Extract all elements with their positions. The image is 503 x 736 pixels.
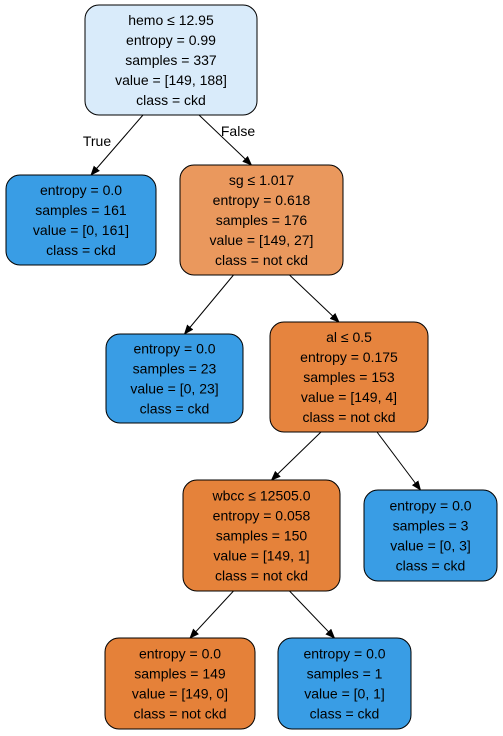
tree-node-n5: wbcc ≤ 12505.0 entropy = 0.058 samples = 1…	[182, 479, 341, 592]
edge-arrow-n2-n4	[289, 274, 340, 323]
node-text-line: samples = 1	[307, 666, 383, 682]
node-text-line: value = [0, 3]	[390, 538, 471, 554]
node-box	[105, 333, 244, 424]
node-text-line: value = [149, 27]	[210, 232, 314, 248]
node-text-line: wbcc ≤ 12505.0	[212, 488, 311, 504]
node-text-line: samples = 150	[216, 528, 308, 544]
node-text-line: class = not ckd	[215, 252, 308, 268]
edge-arrow-n4-n5	[270, 431, 322, 481]
edge-arrow-n5-n8	[289, 590, 336, 639]
node-text-line: al ≤ 0.5	[326, 329, 372, 345]
node-text-line: value = [0, 1]	[304, 686, 385, 702]
tree-node-n7: entropy = 0.0 samples = 149 value = [149, …	[104, 637, 256, 730]
nodes-layer: hemo ≤ 12.95 entropy = 0.99 samples = 337 v…	[5, 4, 498, 730]
tree-node-n6: entropy = 0.0 samples = 3 value = [0, 3] cl…	[363, 489, 498, 582]
node-box	[104, 637, 256, 730]
node-text-line: value = [149, 188]	[115, 72, 227, 88]
node-text-line: value = [0, 23]	[130, 381, 218, 397]
edges-layer: True False	[83, 114, 422, 639]
node-text-line: samples = 23	[133, 361, 217, 377]
node-text-line: class = not ckd	[134, 706, 227, 722]
node-text-line: entropy = 0.175	[300, 349, 398, 365]
node-text-line: entropy = 0.618	[213, 192, 311, 208]
node-text-line: entropy = 0.0	[40, 182, 122, 198]
node-text-line: sg ≤ 1.017	[229, 172, 294, 188]
node-text-line: value = [149, 1]	[213, 548, 309, 564]
node-text-line: hemo ≤ 12.95	[128, 12, 214, 28]
tree-node-n0: hemo ≤ 12.95 entropy = 0.99 samples = 337 v…	[84, 4, 258, 116]
tree-node-n2: sg ≤ 1.017 entropy = 0.618 samples = 176 va…	[179, 164, 344, 276]
node-text-line: class = ckd	[310, 706, 380, 722]
node-text-line: value = [149, 0]	[132, 686, 228, 702]
node-box	[277, 637, 412, 730]
node-text-line: entropy = 0.0	[139, 646, 221, 662]
node-box	[182, 479, 341, 592]
node-text-line: samples = 149	[134, 666, 226, 682]
node-text-line: class = ckd	[136, 92, 206, 108]
edge-arrow-n0-n1	[90, 114, 144, 176]
edge-arrow-n5-n7	[189, 590, 234, 639]
node-box	[179, 164, 344, 276]
node-text-line: entropy = 0.0	[303, 646, 385, 662]
node-text-line: samples = 176	[216, 212, 308, 228]
node-box	[269, 321, 429, 433]
node-text-line: entropy = 0.99	[126, 32, 216, 48]
node-text-line: entropy = 0.0	[389, 498, 471, 514]
node-text-line: samples = 153	[303, 369, 395, 385]
node-text-line: samples = 337	[125, 52, 217, 68]
node-text-line: class = ckd	[46, 242, 116, 258]
node-text-line: entropy = 0.0	[133, 341, 215, 357]
edge-label-false: False	[221, 123, 255, 139]
tree-node-n4: al ≤ 0.5 entropy = 0.175 samples = 153 valu…	[269, 321, 429, 433]
edge-label-true: True	[83, 133, 111, 149]
node-text-line: value = [0, 161]	[33, 222, 129, 238]
node-text-line: value = [149, 4]	[301, 389, 397, 405]
tree-node-n8: entropy = 0.0 samples = 1 value = [0, 1] cl…	[277, 637, 412, 730]
edge-arrow-n4-n6	[376, 431, 422, 491]
node-text-line: class = ckd	[396, 558, 466, 574]
node-text-line: samples = 3	[393, 518, 469, 534]
tree-node-n1: entropy = 0.0 samples = 161 value = [0, 16…	[5, 174, 157, 266]
node-text-line: entropy = 0.058	[213, 508, 311, 524]
tree-node-n3: entropy = 0.0 samples = 23 value = [0, 23]…	[105, 333, 244, 424]
node-text-line: class = ckd	[140, 401, 210, 417]
node-text-line: samples = 161	[35, 202, 127, 218]
node-text-line: class = not ckd	[215, 568, 308, 584]
node-box	[363, 489, 498, 582]
edge-arrow-n2-n3	[183, 274, 234, 335]
node-box	[84, 4, 258, 116]
node-text-line: class = not ckd	[303, 409, 396, 425]
node-box	[5, 174, 157, 266]
edge-arrow-n0-n2	[198, 114, 253, 166]
